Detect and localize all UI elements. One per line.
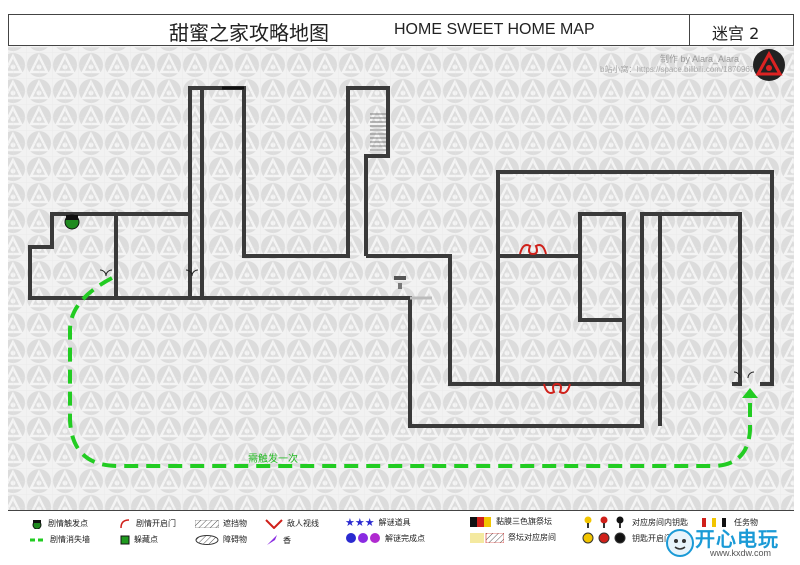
hiding-spot-icon <box>120 535 130 544</box>
puzzle-item-icon: ★★★ <box>345 516 375 529</box>
maze-label: 迷宫 2 <box>712 24 760 43</box>
credit-space: b站小窝：https://space.bilibili.com/18709674… <box>600 65 764 74</box>
legend-item: 遮挡物 <box>195 518 247 529</box>
site-watermark: 开心电玩 <box>695 529 779 551</box>
story-trigger-icon <box>32 519 42 529</box>
mascot-icon <box>666 529 694 557</box>
legend-item: 剧情开启门 <box>120 518 176 529</box>
header-bar: 甜蜜之家攻略地图 HOME SWEET HOME MAP 迷宫 2 <box>8 14 794 46</box>
legend-item: 黏膜三色旗祭坛 <box>470 516 552 527</box>
route-path <box>68 276 758 468</box>
altar-room-icon <box>470 532 504 543</box>
legend-item: 剧情触发点 <box>30 518 88 529</box>
incense-icon <box>267 535 277 545</box>
credit-author: 制作 by Alara_Alara <box>660 54 740 64</box>
page-title-cn: 甜蜜之家攻略地图 <box>169 21 329 45</box>
enemy-sight-icon <box>265 518 283 529</box>
route-note: 需触发一次 <box>248 454 298 465</box>
legend-item: 祭坛对应房间 <box>470 532 556 543</box>
story-door-icon <box>120 518 130 528</box>
legend <box>8 510 794 562</box>
logo-icon <box>753 49 785 81</box>
legend-item: 钥匙开启门 <box>582 532 672 544</box>
story-door-red <box>519 244 571 394</box>
key-door-icon <box>582 532 626 544</box>
quest-item-icon <box>702 518 726 527</box>
legend-item: 剧情消失墙 <box>30 534 90 545</box>
legend-item: 敌人视线 <box>265 518 319 529</box>
legend-item: 对应房间内钥匙 <box>582 516 688 528</box>
maze-indicator: 迷宫 2 <box>689 15 795 45</box>
furniture-obstacle <box>394 276 406 289</box>
legend-item: ★★★ 解谜道具 <box>345 516 411 529</box>
legend-item: 障碍物 <box>195 534 247 545</box>
door-left-room <box>99 269 755 379</box>
legend-item: 任务物 <box>700 516 758 528</box>
page-title-en: HOME SWEET HOME MAP <box>394 21 595 38</box>
site-url: www.kxdw.com <box>710 548 772 558</box>
vanishing-wall-icon <box>30 538 46 541</box>
legend-item: 香 <box>265 534 291 546</box>
legend-item: 躲藏点 <box>120 534 158 545</box>
wall-tall-corridor <box>188 86 390 298</box>
story-trigger-icon <box>64 214 80 230</box>
puzzle-complete-icon <box>346 533 380 543</box>
room-key-icon <box>584 516 624 528</box>
tricolor-altar-icon <box>470 516 491 527</box>
legend-item: 解谜完成点 <box>345 532 425 544</box>
wall-left-room <box>28 212 118 300</box>
cover-icon <box>195 519 219 528</box>
obstacle-icon <box>195 534 219 545</box>
